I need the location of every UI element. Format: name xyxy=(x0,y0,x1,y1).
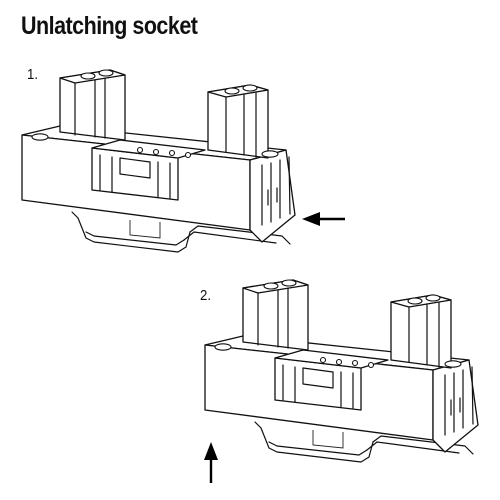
page-title: Unlatching socket xyxy=(21,12,198,40)
arrow-up-icon xyxy=(204,442,218,483)
socket-illustration-1 xyxy=(21,69,296,253)
socket-illustration-2 xyxy=(204,279,479,463)
step-2-label: 2. xyxy=(200,287,212,304)
step-1-label: 1. xyxy=(27,66,39,83)
arrow-left-icon xyxy=(302,212,345,226)
